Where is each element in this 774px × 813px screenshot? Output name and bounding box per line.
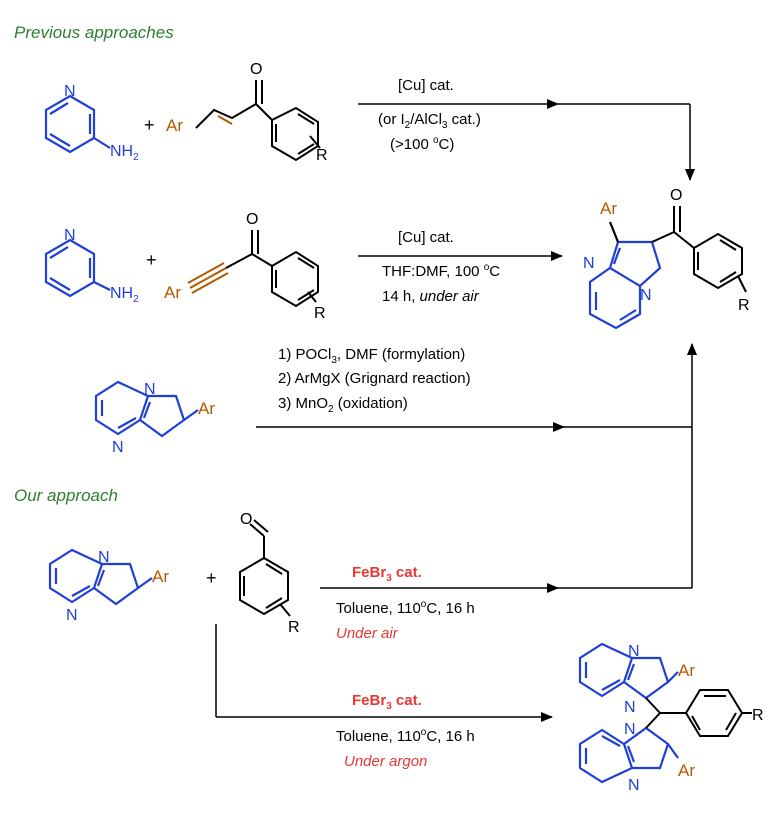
imidazopyridine-ours <box>48 548 153 606</box>
r2-time: 14 h, under air <box>382 288 480 305</box>
n-label-bis-4: N <box>628 777 640 794</box>
ar-label-bis-1: Ar <box>678 661 695 680</box>
chalcone <box>195 80 321 162</box>
product-aroyl-imidazopyridine <box>588 221 662 330</box>
ar-label-2: Ar <box>164 283 181 302</box>
n-label-product-2: N <box>640 287 652 304</box>
our-approach-title: Our approach <box>14 486 118 505</box>
r2-solvent: THF:DMF, 100 oC <box>382 262 500 280</box>
bis-product-upper <box>578 642 679 700</box>
o-label-2: O <box>246 211 258 228</box>
aminopyridine-2 <box>44 238 111 298</box>
ar-label-bis-2: Ar <box>678 761 695 780</box>
ar-label-product: Ar <box>600 199 617 218</box>
r1-temperature: (>100 oC) <box>390 135 454 153</box>
ar-label-ours: Ar <box>152 567 169 586</box>
r1-catalyst: [Cu] cat. <box>398 77 454 94</box>
aldehyde <box>239 519 291 617</box>
n-label-2: N <box>64 227 76 244</box>
nh2-label-2: NH2 <box>110 285 139 305</box>
product-benzoyl <box>651 206 747 293</box>
r5-atmosphere: Under argon <box>344 753 427 770</box>
n-label-bis-3: N <box>624 721 636 738</box>
r4-atmosphere: Under air <box>336 625 399 642</box>
n-label-bis-2: N <box>624 699 636 716</box>
r-label-bis: R <box>752 707 764 724</box>
bis-product-lower <box>578 726 679 784</box>
r4-conditions: Toluene, 110oC, 16 h <box>336 599 475 617</box>
n-label-ours-a: N <box>98 549 110 566</box>
r3-step2: 2) ArMgX (Grignard reaction) <box>278 370 471 387</box>
r3-step1: 1) POCl3, DMF (formylation) <box>278 346 465 366</box>
r4-catalyst: FeBr3 cat. <box>352 564 422 584</box>
ar-label-1: Ar <box>166 116 183 135</box>
r-label-1: R <box>316 147 328 164</box>
r-label-product: R <box>738 297 750 314</box>
plus-sign-1: + <box>144 115 155 135</box>
r-label-ours: R <box>288 619 300 636</box>
bis-product-methine-aryl <box>645 689 752 737</box>
ar-label-3: Ar <box>198 399 215 418</box>
r5-conditions: Toluene, 110oC, 16 h <box>336 727 475 745</box>
n-label-3a: N <box>144 381 156 398</box>
r3-step3: 3) MnO2 (oxidation) <box>278 395 408 415</box>
imidazopyridine-3 <box>94 380 199 438</box>
n-label-product-1: N <box>583 255 595 272</box>
plus-sign-ours: + <box>206 568 217 588</box>
n-label-bis-1: N <box>628 643 640 660</box>
n-label-3b: N <box>112 439 124 456</box>
previous-approaches-title: Previous approaches <box>14 23 174 42</box>
r2-catalyst: [Cu] cat. <box>398 229 454 246</box>
r5-catalyst: FeBr3 cat. <box>352 692 422 712</box>
nh2-label-1: NH2 <box>110 143 139 163</box>
o-label-1: O <box>250 61 262 78</box>
r-label-2: R <box>314 305 326 322</box>
ynone <box>187 230 319 308</box>
o-label-product: O <box>670 187 682 204</box>
n-label-1: N <box>64 83 76 100</box>
aminopyridine-1 <box>44 94 111 154</box>
n-label-ours-b: N <box>66 607 78 624</box>
r1-alt-catalyst: (or I2/AlCl3 cat.) <box>378 111 481 131</box>
plus-sign-2: + <box>146 250 157 270</box>
o-label-ours: O <box>240 511 252 528</box>
